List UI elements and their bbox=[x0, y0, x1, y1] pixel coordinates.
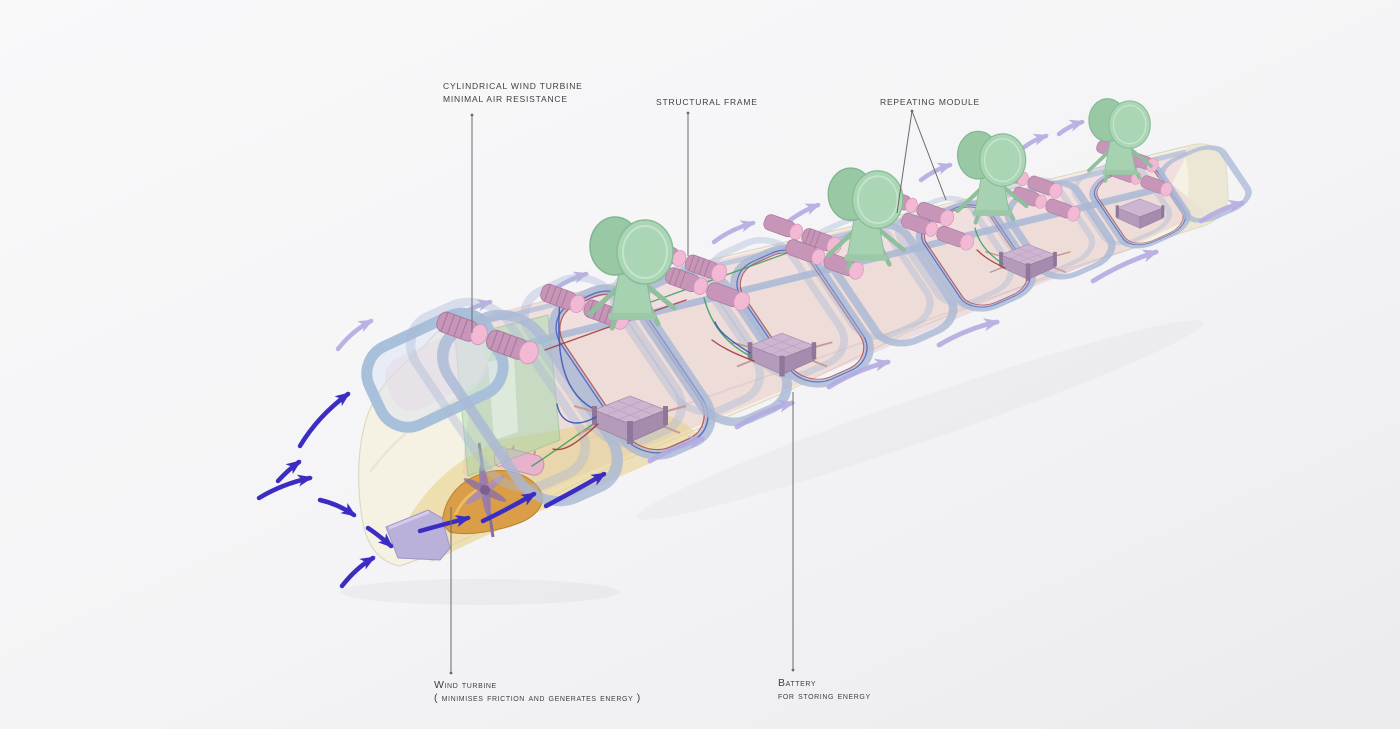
label-line: CYLINDRICAL WIND TURBINE bbox=[443, 81, 583, 91]
nose-skirt bbox=[385, 509, 451, 561]
label-line: REPEATING MODULE bbox=[880, 97, 981, 107]
battery-units bbox=[552, 198, 1165, 451]
label-structural-frame: STRUCTURAL FRAME bbox=[656, 96, 758, 109]
airflow-arrow-dark bbox=[543, 471, 607, 509]
airflow-arrow-light bbox=[647, 436, 706, 464]
battery-wires bbox=[552, 403, 599, 451]
label-line: STRUCTURAL FRAME bbox=[656, 97, 758, 107]
airflow-arrow-light bbox=[1090, 249, 1160, 284]
callout-line-repeating-module-right bbox=[911, 110, 947, 201]
battery-box bbox=[731, 332, 833, 377]
label-battery: Battery for storing energy bbox=[778, 677, 871, 702]
airflow-arrow-dark bbox=[417, 515, 471, 534]
callout-lines bbox=[449, 109, 947, 675]
disc-turbine-unit bbox=[955, 130, 1029, 225]
label-line: MINIMAL AIR RESISTANCE bbox=[443, 94, 568, 104]
airflow-arrow-dark bbox=[256, 474, 313, 501]
battery-box bbox=[1115, 198, 1165, 229]
label-line: for storing energy bbox=[778, 689, 871, 702]
airflow-arrow-light bbox=[1198, 199, 1246, 224]
label-repeating-module: REPEATING MODULE bbox=[880, 96, 980, 109]
airflow-arrow-dark bbox=[339, 555, 376, 589]
airflow-arrow-light bbox=[734, 399, 796, 430]
airflow-arrow-light bbox=[1056, 119, 1085, 137]
callout-line-repeating-module-left bbox=[896, 110, 913, 214]
label-line: Wind turbine bbox=[434, 679, 497, 691]
airflow-arrow-light bbox=[936, 318, 1001, 348]
airflow-arrow-light bbox=[335, 318, 374, 352]
label-line: Battery bbox=[778, 677, 817, 689]
disc-turbine-unit bbox=[825, 167, 907, 271]
nose-airflow-arrows bbox=[256, 391, 394, 589]
battery-box bbox=[573, 395, 687, 444]
airflow-arrow-dark bbox=[365, 525, 394, 549]
cylindrical-wind-turbine bbox=[900, 212, 975, 251]
cylindrical-wind-turbine bbox=[1012, 186, 1081, 222]
label-cylindrical-wind-turbine: CYLINDRICAL WIND TURBINE MINIMAL AIR RES… bbox=[443, 80, 583, 106]
label-line: ( minimises friction and generates energ… bbox=[434, 691, 641, 704]
cylindrical-wind-turbine bbox=[436, 311, 539, 365]
label-wind-turbine: Wind turbine ( minimises friction and ge… bbox=[434, 679, 641, 704]
airflow-arrow-dark bbox=[297, 391, 351, 449]
airflow-arrow-dark bbox=[317, 497, 357, 518]
airflow-arrow-dark bbox=[275, 459, 302, 484]
nose-wind-turbine-fan bbox=[463, 442, 507, 538]
ground-shadow bbox=[340, 320, 1204, 605]
airflow-arrow-light bbox=[1020, 133, 1049, 151]
battery-wires bbox=[703, 297, 755, 362]
disc-turbines bbox=[587, 98, 1153, 331]
battery-box bbox=[985, 243, 1071, 281]
structural-frame bbox=[705, 236, 874, 388]
battery-wires bbox=[974, 227, 1006, 269]
structural-frame bbox=[1158, 145, 1252, 223]
airflow-arrow-light bbox=[786, 202, 821, 224]
flank-airflow-arrows bbox=[647, 199, 1246, 464]
airflow-arrow-dark bbox=[480, 491, 537, 524]
cylindrical-wind-turbine bbox=[665, 267, 750, 311]
duct-airflow-arrows bbox=[417, 471, 607, 534]
wire-blue bbox=[558, 299, 601, 413]
disc-turbine-unit bbox=[587, 216, 677, 331]
airflow-arrow-light bbox=[711, 220, 756, 245]
disc-turbine-unit bbox=[1087, 98, 1153, 183]
nose-intake-duct bbox=[398, 413, 700, 562]
airflow-arrow-light bbox=[826, 358, 892, 390]
cylindrical-wind-turbine bbox=[763, 214, 842, 255]
